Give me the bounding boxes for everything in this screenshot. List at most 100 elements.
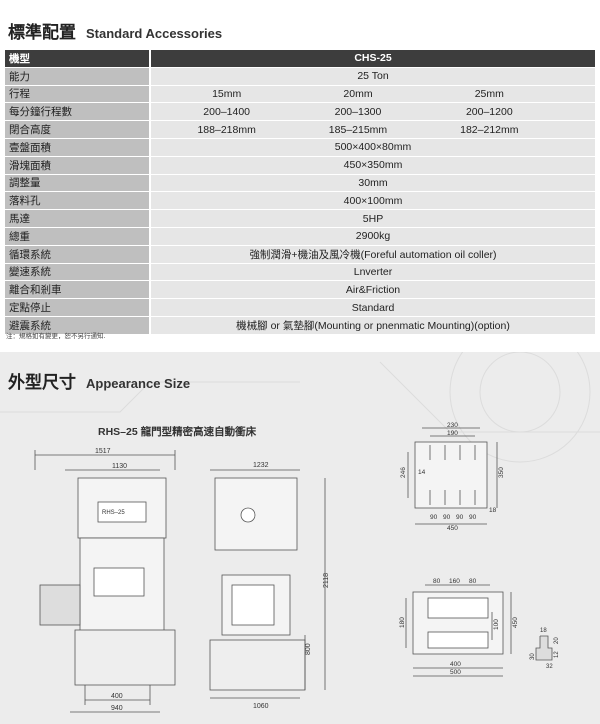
- dim-label: 14: [418, 469, 426, 476]
- dim-label: 450: [447, 525, 458, 532]
- spec-label: 滑塊面積: [5, 156, 150, 175]
- spec-value: 182–212mm: [460, 123, 519, 136]
- slide-plan-dims: 230 190 246 350 14 18 90 90 90 90 450: [400, 422, 505, 532]
- spec-label: 變速系統: [5, 263, 150, 282]
- spec-label: 每分鐘行程數: [5, 102, 150, 122]
- dim-label: 230: [447, 422, 458, 429]
- spec-value: 30mm: [149, 174, 595, 193]
- spec-value: 200–1200: [465, 105, 513, 118]
- spec-value: 200–1400: [203, 105, 251, 118]
- spec-label: 壹盤面積: [5, 138, 150, 157]
- spec-label: 行程: [5, 85, 150, 104]
- spec-value: 188–218mm: [197, 123, 256, 136]
- spec-row: 行程 15mm 20mm 25mm: [5, 85, 595, 104]
- spec-value: 500×400×80mm: [149, 138, 595, 157]
- spec-value: 25 Ton: [149, 67, 595, 86]
- spec-value: 15mm: [212, 87, 242, 100]
- spec-value: Lnverter: [149, 263, 595, 282]
- appearance-title-zh: 外型尺寸: [8, 373, 76, 393]
- spec-value: 機械腳 or 氣墊腳(Mounting or pnenmatic Mountin…: [149, 316, 595, 335]
- bolster-plan-dims: 80 160 80 180 100 450 400 500: [399, 578, 519, 676]
- bolster-plan-view: [405, 584, 553, 677]
- spec-value: 400×100mm: [149, 191, 595, 211]
- dim-label: 90: [443, 514, 451, 521]
- dim-label: 1517: [95, 448, 111, 455]
- dim-label: 1130: [112, 463, 127, 470]
- spec-value: 20mm: [343, 87, 373, 100]
- dim-label: 90: [456, 514, 464, 521]
- spec-label: 能力: [5, 67, 150, 86]
- spec-value: 強制潤滑+機油及風冷機(Foreful automation oil colle…: [149, 245, 595, 264]
- spec-value: 2900kg: [149, 227, 595, 246]
- spec-label: 定點停止: [5, 298, 150, 317]
- nameplate-label: RHS–25: [102, 510, 125, 516]
- spec-label: 馬達: [5, 209, 150, 228]
- dim-label: 800: [305, 643, 312, 655]
- tslot-dims: 18 20 12 30 32: [530, 628, 560, 670]
- footnote: 注：規格如有變更，恕不另行通知.: [6, 332, 106, 340]
- appearance-title-en: Appearance Size: [86, 376, 191, 391]
- spec-value: Standard: [149, 298, 595, 317]
- spec-label: 機型: [5, 50, 150, 68]
- background-decoration: [0, 352, 600, 463]
- dim-label: 18: [540, 628, 547, 634]
- spec-value: 450×350mm: [149, 156, 595, 175]
- dim-label: 18: [489, 507, 497, 514]
- dim-label: 12: [554, 651, 560, 658]
- spec-label: 落料孔: [5, 191, 150, 211]
- dim-label: 400: [111, 693, 123, 700]
- dim-label: 450: [512, 617, 519, 628]
- spec-value: 200–1300: [334, 105, 382, 118]
- dim-label: 80: [469, 578, 477, 585]
- spec-label: 避震系統: [5, 316, 150, 335]
- side-view-dims: 1232 2118 800 1060: [253, 462, 330, 710]
- spec-value: CHS-25: [149, 50, 595, 68]
- drawing-title: RHS–25 龍門型精密高速自動衝床: [98, 426, 257, 438]
- slide-plan-view: [407, 427, 498, 525]
- spec-title-en: Standard Accessories: [86, 26, 223, 41]
- dim-label: 180: [399, 617, 406, 628]
- appearance-section-title: 外型尺寸 Appearance Size: [8, 368, 190, 393]
- dim-label: 100: [493, 619, 500, 630]
- spec-value: 5HP: [149, 209, 595, 228]
- dim-label: 160: [449, 578, 460, 585]
- dim-label: 246: [400, 467, 407, 478]
- spec-row: 避震系統機械腳 or 氣墊腳(Mounting or pnenmatic Mou…: [5, 316, 595, 335]
- front-view: [34, 450, 176, 713]
- dim-label: 20: [554, 637, 560, 644]
- side-view: [209, 469, 326, 699]
- spec-title-zh: 標準配置: [8, 23, 76, 43]
- dim-label: 500: [450, 669, 461, 676]
- spec-label: 總重: [5, 227, 150, 246]
- spec-label: 離合和剎車: [5, 280, 150, 300]
- dim-label: 32: [546, 664, 553, 670]
- dim-label: 190: [447, 430, 458, 437]
- dim-label: 90: [430, 514, 438, 521]
- dim-label: 2118: [323, 573, 330, 588]
- spec-row: 每分鐘行程數 200–1400 200–1300 200–1200: [5, 102, 595, 122]
- dim-label: 90: [469, 514, 477, 521]
- spec-value: 25mm: [474, 87, 504, 100]
- dim-label: 1060: [253, 703, 269, 710]
- dim-label: 1232: [253, 462, 269, 469]
- dim-label: 940: [111, 705, 123, 712]
- dim-label: 80: [433, 578, 441, 585]
- front-view-dims: 1517 1130 400 940 RHS–25: [95, 448, 127, 712]
- spec-label: 循環系統: [5, 245, 150, 264]
- spec-row: 循環系統強制潤滑+機油及風冷機(Foreful automation oil c…: [5, 245, 595, 264]
- dim-label: 350: [498, 467, 505, 478]
- spec-value: 185–215mm: [328, 123, 388, 136]
- dim-label: 400: [450, 661, 461, 668]
